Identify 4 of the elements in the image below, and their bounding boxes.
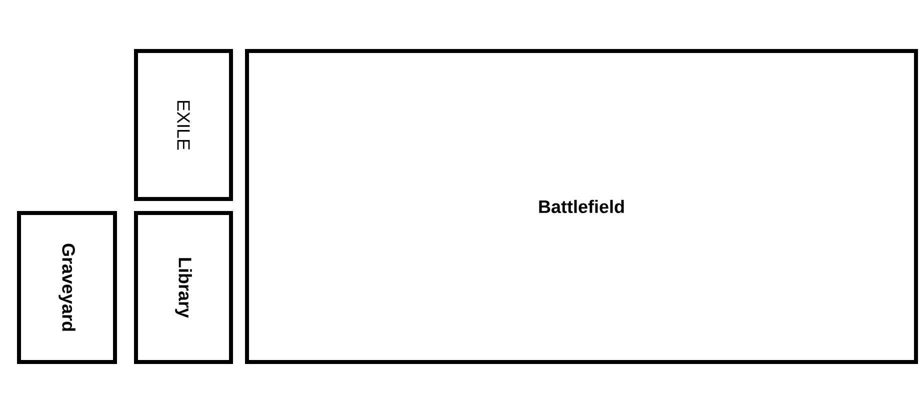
- zone-box: EXILE: [134, 49, 233, 201]
- zone-box: Library: [134, 211, 233, 364]
- zone-box: Graveyard: [17, 211, 117, 364]
- zone-box: Battlefield: [245, 49, 918, 364]
